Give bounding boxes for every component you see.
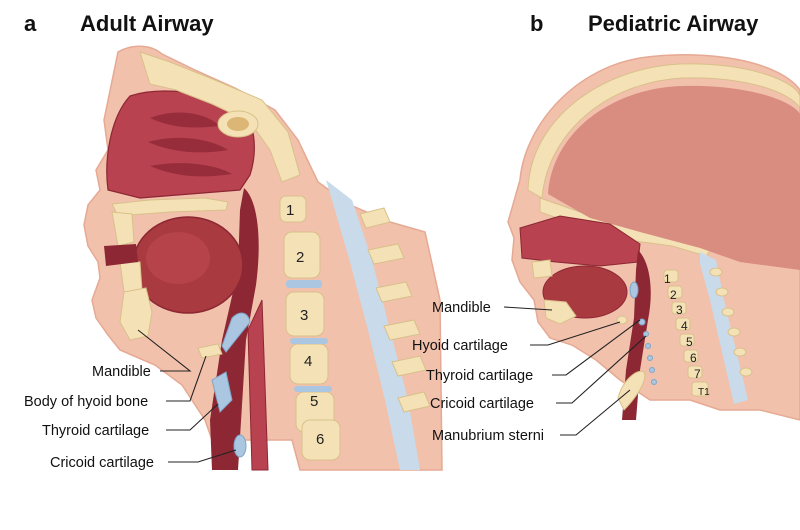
- pediatric-label-mandible: Mandible: [432, 300, 491, 316]
- adult-intervertebral-discs: [286, 280, 332, 392]
- adult-epiglottis: [221, 312, 251, 353]
- pediatric-cranial-cavity: [548, 85, 800, 270]
- panel-a-letter: a: [24, 11, 37, 36]
- panel-b-letter: b: [530, 11, 543, 36]
- pediatric-vertebra-label: 7: [694, 367, 701, 381]
- pediatric-vertebra-label: 1: [664, 272, 671, 286]
- adult-vertebra-label: 1: [286, 202, 294, 219]
- adult-vertebra-label: 5: [310, 393, 318, 410]
- adult-upper-teeth: [111, 211, 135, 247]
- adult-leader-thyroid: [166, 403, 219, 431]
- adult-thyroid-cartilage: [211, 371, 233, 413]
- adult-label-thyroid: Thyroid cartilage: [42, 423, 149, 439]
- pediatric-skull-bone: [527, 63, 800, 199]
- adult-spinal-canal: [326, 180, 420, 470]
- adult-esophagus: [247, 299, 269, 471]
- pediatric-vertebra-label: 3: [676, 303, 683, 317]
- adult-mandible-bone: [119, 287, 153, 341]
- adult-skull-bone: [139, 51, 301, 183]
- panel-b-title: Pediatric Airway: [588, 11, 759, 36]
- panel-a-title: Adult Airway: [80, 11, 214, 36]
- pediatric-vertebral-bodies: [663, 269, 709, 397]
- adult-leader-hyoid: [166, 355, 207, 402]
- pediatric-mandible-bone: [543, 299, 577, 325]
- pediatric-leader-thyroid: [552, 319, 641, 376]
- pediatric-label-manubrium: Manubrium sterni: [432, 428, 544, 444]
- adult-vertebra-label: 6: [316, 431, 324, 448]
- adult-label-cricoid: Cricoid cartilage: [50, 455, 154, 471]
- pediatric-leader-manubrium: [560, 389, 631, 436]
- pediatric-vertebra-label: 5: [686, 335, 693, 349]
- adult-tongue-highlight: [146, 232, 210, 284]
- adult-hyoid-bone: [197, 343, 223, 359]
- pediatric-spinal-canal: [700, 252, 748, 404]
- pediatric-manubrium: [617, 370, 646, 411]
- panel-b: b Pediatric Airway: [412, 11, 800, 444]
- panel-a: a Adult Airway: [24, 11, 443, 471]
- adult-leader-cricoid: [168, 449, 237, 463]
- adult-turbinates: [148, 112, 232, 177]
- pediatric-epiglottis: [629, 281, 639, 299]
- adult-sinus-shadow: [227, 117, 249, 131]
- adult-label-hyoid: Body of hyoid bone: [24, 394, 148, 410]
- pediatric-vertebra-label: 4: [681, 319, 688, 333]
- adult-mouth-opening: [104, 244, 138, 266]
- adult-leader-mandible: [137, 329, 192, 372]
- pediatric-label-thyroid: Thyroid cartilage: [426, 368, 533, 384]
- adult-vertebra-label: 2: [296, 249, 304, 266]
- pediatric-label-hyoid: Hyoid cartilage: [412, 338, 508, 354]
- adult-label-mandible: Mandible: [92, 364, 151, 380]
- pediatric-leader-hyoid: [530, 321, 621, 346]
- pediatric-teeth: [531, 259, 553, 279]
- pediatric-vertebra-label: 6: [690, 351, 697, 365]
- adult-vertebra-label: 3: [300, 307, 308, 324]
- pediatric-leader-mandible: [503, 306, 553, 311]
- adult-spinous-processes: [359, 207, 431, 413]
- pediatric-spinous-processes: [709, 267, 753, 377]
- pediatric-vertebra-label: T1: [698, 387, 710, 398]
- adult-vertebral-bodies: [279, 195, 341, 461]
- adult-lower-teeth: [119, 261, 143, 293]
- adult-cricoid-cartilage: [233, 434, 247, 458]
- pediatric-tracheal-rings: [638, 318, 657, 385]
- pediatric-label-cricoid: Cricoid cartilage: [430, 396, 534, 412]
- adult-vertebra-label: 4: [304, 353, 312, 370]
- pediatric-leader-cricoid: [556, 335, 647, 404]
- pediatric-vertebra-label: 2: [670, 288, 677, 302]
